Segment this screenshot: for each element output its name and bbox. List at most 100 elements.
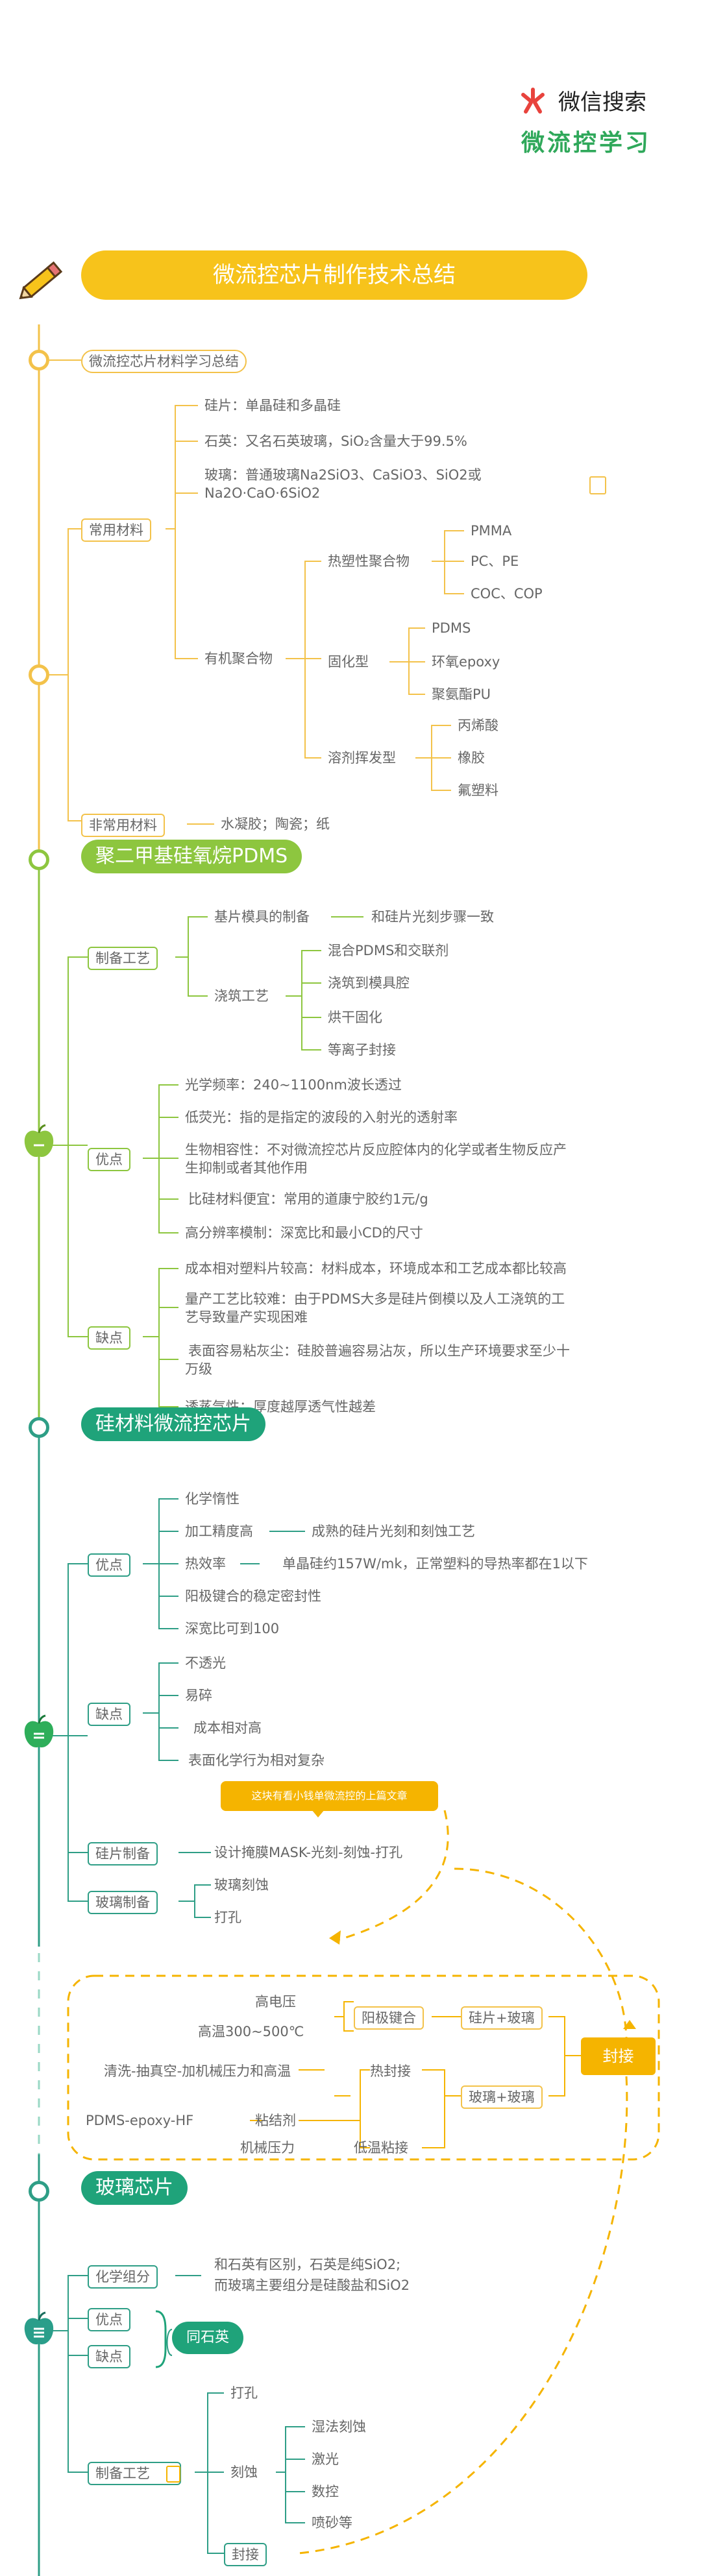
- sealing-node: 封接: [581, 2037, 656, 2075]
- pdms-item: PDMS: [432, 620, 471, 636]
- silicon-pro-2: 加工精度高: [185, 1524, 253, 1539]
- etch-sandblast: 喷砂等: [312, 2515, 352, 2531]
- chem-composition-line2: 而玻璃主要组分是硅酸盐和SiO2: [214, 2278, 410, 2293]
- glass-drill-item: 打孔: [230, 2385, 258, 2401]
- brand-account-name: 微流控学习: [521, 129, 652, 156]
- spine-node: [29, 350, 49, 371]
- high-temp-item: 高温300~500℃: [198, 2024, 304, 2039]
- pdms-pro-4: 比硅材料便宜：常用的道康宁胶约1元/g: [188, 1191, 428, 1207]
- pdms-con-3b: 万级: [185, 1361, 212, 1377]
- common-materials-node: 常用材料: [81, 518, 151, 542]
- silicon-prep-node: 硅片制备: [88, 1842, 158, 1865]
- anodic-bonding-node: 阳极键合: [354, 2006, 424, 2030]
- thermoplastic-node: 热塑性聚合物: [328, 553, 410, 569]
- uncommon-items: 水凝胶；陶瓷；纸: [221, 816, 330, 832]
- coc-item: COC、COP: [471, 586, 543, 601]
- pdms-cons-node: 缺点: [88, 1326, 130, 1350]
- high-voltage-item: 高电压: [255, 1994, 296, 2010]
- organic-polymer-node: 有机聚合物: [204, 651, 273, 666]
- brand-search-label: 微信搜索: [558, 90, 646, 115]
- note-icon: [166, 2466, 180, 2483]
- low-temp-bond-node: 低温粘接: [354, 2140, 408, 2156]
- silicon-con-3: 成本相对高: [193, 1720, 262, 1736]
- acrylic-item: 丙烯酸: [458, 718, 498, 733]
- pdms-prep-node: 制备工艺: [88, 947, 158, 970]
- pmma-item: PMMA: [471, 523, 512, 539]
- glass-glass-node: 玻璃+玻璃: [461, 2085, 543, 2109]
- chem-composition-line1: 和石英有区别，石英是纯SiO2;: [214, 2257, 401, 2272]
- note-icon: [589, 476, 606, 494]
- pu-item: 聚氨酯PU: [432, 687, 491, 702]
- spine-node: [29, 2181, 49, 2202]
- pdms-pro-3a: 生物相容性：不对微流控芯片反应腔体内的化学或者生物反应产: [185, 1142, 567, 1158]
- mold-prep-note: 和硅片光刻步骤一致: [371, 909, 494, 925]
- materials-root-node: 微流控芯片材料学习总结: [81, 350, 247, 373]
- silicon-prep-note: 设计掩膜MASK-光刻-刻蚀-打孔: [214, 1845, 403, 1860]
- etch-cnc: 数控: [312, 2484, 339, 2499]
- silicon-pro-4: 阳极键合的稳定密封性: [185, 1588, 321, 1604]
- silicon-con-4: 表面化学行为相对复杂: [188, 1753, 325, 1768]
- pdms-pro-1: 光学频率：240~1100nm波长透过: [185, 1077, 402, 1093]
- adhesive-source: PDMS-epoxy-HF: [86, 2113, 194, 2128]
- etch-wet: 湿法刻蚀: [312, 2419, 366, 2435]
- hot-seal-process: 清洗-抽真空-加机械压力和高温: [104, 2063, 291, 2079]
- glass-item-line1: 玻璃：普通玻璃Na2SiO3、CaSiO3、SiO2或: [204, 467, 482, 483]
- wechat-search-icon: [518, 86, 548, 115]
- cast-step-3: 烘干固化: [328, 1010, 382, 1025]
- silicon-pro-2-note: 成熟的硅片光刻和刻蚀工艺: [312, 1524, 475, 1539]
- glass-prep-step-1: 玻璃刻蚀: [214, 1877, 269, 1893]
- silicon-pros-node: 优点: [88, 1553, 130, 1577]
- pdms-pro-5: 高分辨率模制：深宽比和最小CD的尺寸: [185, 1225, 423, 1241]
- pdms-con-2a: 量产工艺比较难：由于PDMS大多是硅片倒模以及人工浇筑的工: [185, 1291, 565, 1307]
- silicon-glass-node: 硅片+玻璃: [461, 2006, 543, 2030]
- glass-prep-node: 玻璃制备: [88, 1891, 158, 1914]
- mechanical-pressure-item: 机械压力: [240, 2140, 295, 2156]
- pdms-con-2b: 艺导致量产实现困难: [185, 1309, 308, 1325]
- silicon-section-pill: 硅材料微流控芯片: [81, 1407, 265, 1441]
- spine-node: [29, 1417, 49, 1438]
- chem-composition-node: 化学组分: [88, 2265, 158, 2289]
- cast-step-2: 浇筑到模具腔: [328, 975, 410, 991]
- glass-seal-node: 封接: [224, 2543, 267, 2566]
- solvent-type-node: 溶剂挥发型: [328, 750, 396, 766]
- etch-laser: 激光: [312, 2451, 339, 2467]
- pdms-pro-3b: 生抑制或者其他作用: [185, 1160, 308, 1176]
- page-title: 微流控芯片制作技术总结: [81, 250, 587, 300]
- callout-note: 这块有看小钱单微流控的上篇文章: [221, 1781, 438, 1811]
- spine-node: [29, 849, 49, 870]
- pdms-pro-2: 低荧光：指的是指定的波段的入射光的透射率: [185, 1110, 458, 1125]
- pdms-con-1: 成本相对塑料片较高：材料成本，环境成本和工艺成本都比较高: [185, 1261, 567, 1276]
- silicon-con-1: 不透光: [185, 1655, 226, 1671]
- glass-prep-step-2: 打孔: [214, 1910, 241, 1925]
- glass-etch-node: 刻蚀: [230, 2464, 258, 2480]
- glass-pros-node: 优点: [88, 2308, 130, 2331]
- curing-type-node: 固化型: [328, 654, 369, 670]
- pdms-pros-node: 优点: [88, 1148, 130, 1171]
- mold-prep-item: 基片模具的制备: [214, 909, 310, 925]
- silicon-cons-node: 缺点: [88, 1703, 130, 1726]
- adhesive-item: 粘结剂: [255, 2113, 296, 2128]
- glass-prep-process-node: 制备工艺: [88, 2462, 181, 2485]
- silicon-item: 硅片：单晶硅和多晶硅: [204, 398, 341, 413]
- glass-item-line2: Na2O·CaO·6SiO2: [204, 485, 321, 501]
- pc-pe-item: PC、PE: [471, 553, 519, 569]
- casting-node: 浇筑工艺: [214, 988, 269, 1004]
- silicon-pro-3-note: 单晶硅约157W/mk，正常塑料的导热率都在1以下: [282, 1556, 588, 1572]
- cast-step-1: 混合PDMS和交联剂: [328, 943, 449, 958]
- silicon-con-2: 易碎: [185, 1688, 212, 1703]
- same-as-quartz-pill: 同石英: [172, 2322, 244, 2354]
- cast-step-4: 等离子封接: [328, 1042, 396, 1058]
- apple-icon: [19, 2310, 58, 2349]
- silicon-pro-1: 化学惰性: [185, 1491, 240, 1507]
- apple-icon: [19, 1713, 58, 1752]
- pdms-con-3a: 表面容易粘灰尘：硅胶普遍容易沾灰，所以生产环境要求至少十: [188, 1343, 570, 1359]
- glass-section-pill: 玻璃芯片: [81, 2171, 188, 2205]
- epoxy-item: 环氧epoxy: [432, 654, 500, 670]
- silicon-pro-5: 深宽比可到100: [185, 1621, 280, 1636]
- glass-cons-node: 缺点: [88, 2345, 130, 2368]
- hot-seal-node: 热封接: [370, 2063, 411, 2079]
- apple-icon: [19, 1123, 58, 1161]
- silicon-pro-3: 热效率: [185, 1556, 226, 1572]
- callout-pointer: [312, 1810, 325, 1817]
